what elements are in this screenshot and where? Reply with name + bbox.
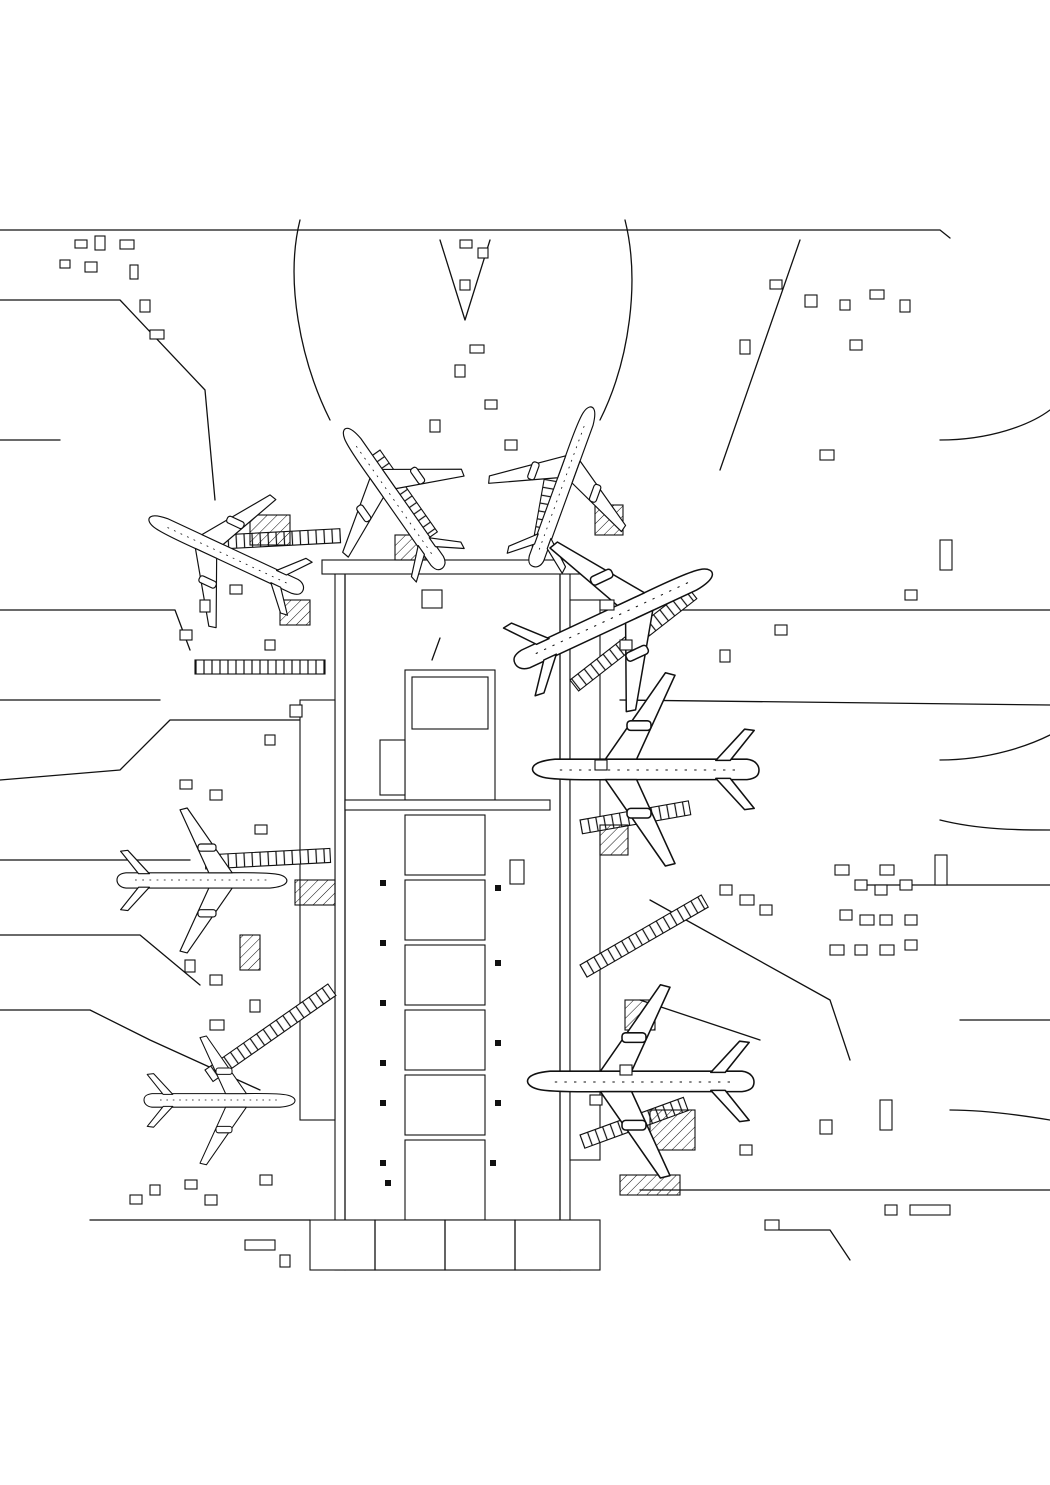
aircraft	[143, 1035, 296, 1166]
apron-lines	[0, 219, 1050, 1261]
terminal-building	[299, 559, 601, 1271]
ground-vehicles	[59, 235, 953, 1268]
